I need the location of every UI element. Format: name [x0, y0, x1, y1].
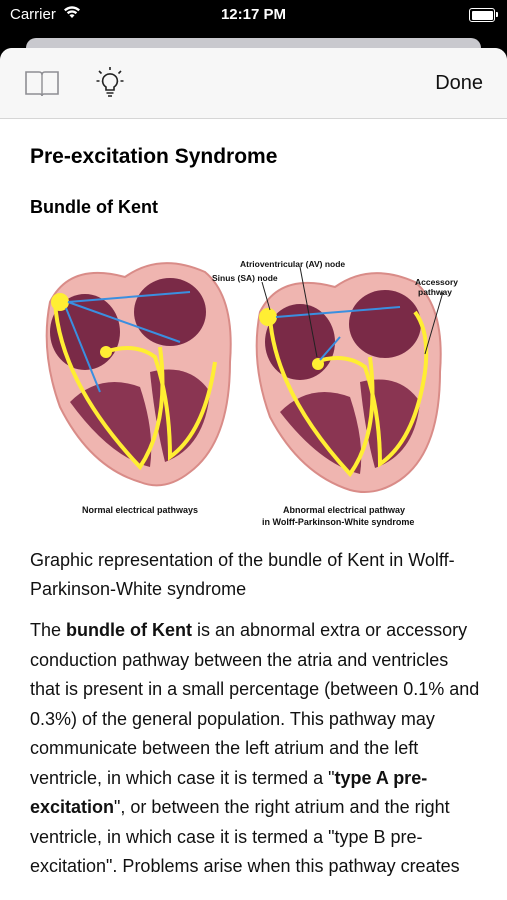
- label-normal: Normal electrical pathways: [82, 505, 198, 515]
- lightbulb-icon[interactable]: [96, 66, 124, 100]
- para-text-1: The: [30, 620, 67, 640]
- carrier-label: Carrier: [10, 6, 56, 23]
- article-title: Pre-excitation Syndrome: [30, 145, 278, 168]
- toolbar: Done: [0, 48, 507, 119]
- label-av-node: Atrioventricular (AV) node: [240, 259, 345, 269]
- normal-heart-illustration: [45, 262, 232, 487]
- label-sa-node: Sinus (SA) node: [212, 273, 278, 283]
- done-button[interactable]: Done: [435, 72, 483, 94]
- label-abnormal-2: in Wolff-Parkinson-White syndrome: [262, 517, 414, 527]
- body-paragraph: The bundle of Kent is an abnormal extra …: [30, 616, 481, 882]
- wpw-heart-illustration: [255, 266, 444, 493]
- label-accessory-2: pathway: [418, 287, 452, 297]
- label-accessory-1: Accessory: [415, 277, 458, 287]
- figure-caption: Graphic representation of the bundle of …: [30, 550, 455, 599]
- book-icon[interactable]: [24, 68, 60, 98]
- status-bar: Carrier 12:17 PM: [0, 0, 507, 38]
- heart-diagram: Atrioventricular (AV) node Sinus (SA) no…: [30, 242, 480, 542]
- term-type-a: type A pre-excitation: [30, 767, 428, 818]
- article-sheet: Done Pre-excitation Syndrome Bundle of K…: [0, 48, 507, 900]
- article-content: Pre-excitation Syndrome Bundle of Kent: [30, 118, 481, 882]
- para-text-2: is an abnormal extra or accessory conduc…: [30, 620, 480, 788]
- para-text-3: ", or between the right atrium and the r…: [30, 797, 460, 876]
- term-bundle-of-kent: bundle of Kent: [66, 620, 193, 640]
- label-abnormal-1: Abnormal electrical pathway: [283, 505, 405, 515]
- wifi-icon: [62, 4, 82, 24]
- battery-icon: [469, 8, 498, 22]
- section-heading: Bundle of Kent: [30, 197, 158, 217]
- clock: 12:17 PM: [220, 6, 287, 23]
